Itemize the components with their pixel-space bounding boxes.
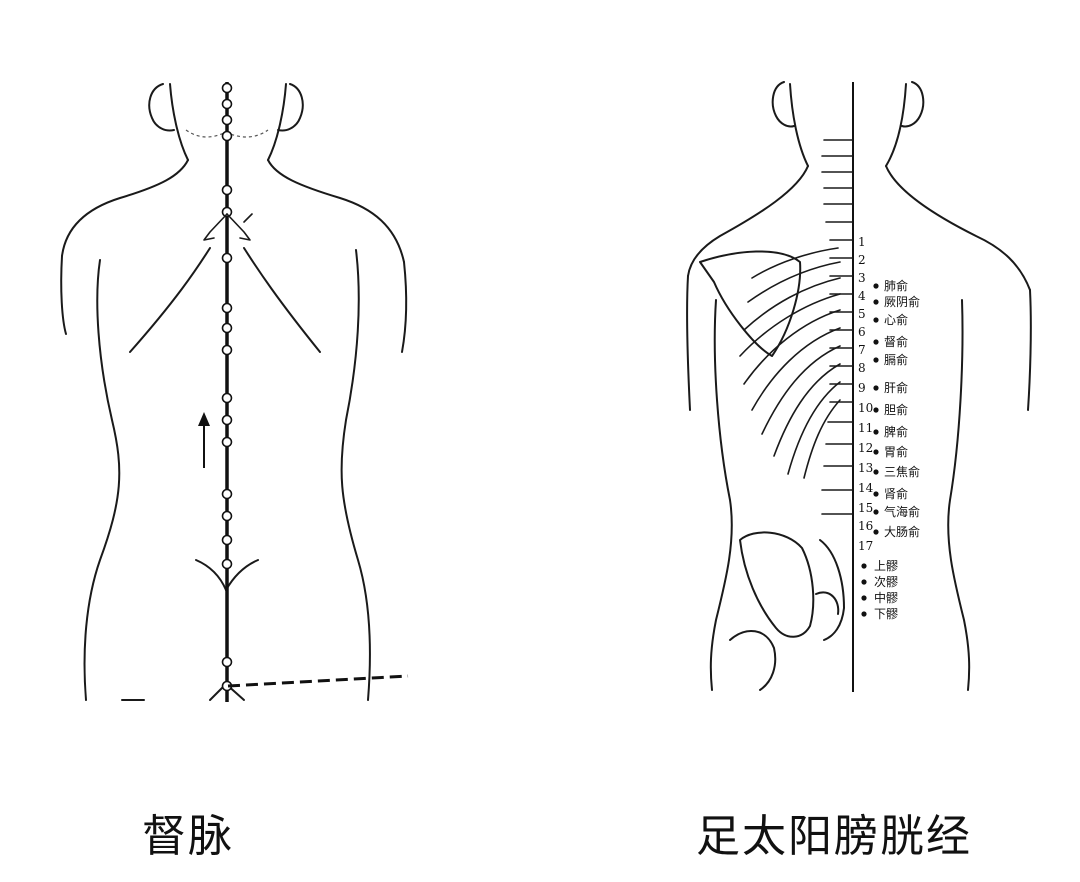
svg-text:6: 6 <box>858 325 866 339</box>
point-label: 次髎 <box>874 575 898 589</box>
point-label: 心俞 <box>884 312 908 327</box>
svg-text:1: 1 <box>858 235 866 249</box>
point-label: 肝俞 <box>884 380 908 395</box>
branch-arrows <box>203 213 253 241</box>
point-label: 厥阴俞 <box>884 294 920 309</box>
body-outline <box>60 83 408 701</box>
svg-text:12: 12 <box>858 441 873 455</box>
svg-text:2: 2 <box>858 253 866 267</box>
svg-text:3: 3 <box>858 271 866 285</box>
point-label: 胃俞 <box>884 444 908 459</box>
point-label: 肾俞 <box>884 486 908 501</box>
point-label: 三焦俞 <box>884 464 920 479</box>
svg-text:5: 5 <box>858 307 866 321</box>
pelvis <box>729 531 845 691</box>
body-outline <box>686 81 1032 691</box>
svg-text:9: 9 <box>858 381 866 395</box>
acupoint-dots <box>861 283 879 617</box>
svg-text:11: 11 <box>858 421 873 435</box>
svg-text:8: 8 <box>858 361 866 375</box>
svg-text:4: 4 <box>858 289 866 303</box>
point-label: 中髎 <box>874 590 898 605</box>
bladder-meridian-caption: 足太阳膀胱经 <box>696 811 972 862</box>
svg-text:15: 15 <box>858 501 873 515</box>
branch-dashed-line <box>227 674 409 688</box>
point-label: 气海俞 <box>884 504 920 519</box>
svg-text:7: 7 <box>858 343 866 357</box>
svg-text:14: 14 <box>858 481 874 495</box>
scapula <box>699 250 802 357</box>
svg-text:17: 17 <box>858 539 873 553</box>
point-label: 肺俞 <box>884 278 908 293</box>
point-label: 大肠俞 <box>884 524 920 539</box>
point-label: 上髎 <box>874 559 898 573</box>
point-label: 督俞 <box>884 334 908 349</box>
direction-arrow <box>198 412 210 468</box>
vertebra-numbers: 1 2 3 4 5 6 7 8 9 10 11 12 13 14 15 16 1… <box>858 235 874 553</box>
ribs <box>739 247 841 479</box>
point-label: 下髎 <box>874 607 898 621</box>
bladder-meridian-panel: 1 2 3 4 5 6 7 8 9 10 11 12 13 14 15 16 1… <box>540 0 1080 882</box>
svg-text:16: 16 <box>858 519 873 533</box>
bladder-meridian-figure: 1 2 3 4 5 6 7 8 9 10 11 12 13 14 15 16 1… <box>686 81 1032 692</box>
point-label: 脾俞 <box>884 424 908 439</box>
point-label: 膈俞 <box>884 352 908 367</box>
du-meridian-caption: 督脉 <box>142 811 234 862</box>
du-meridian-panel: 督脉 <box>60 82 409 862</box>
point-label: 胆俞 <box>884 402 908 417</box>
spine <box>821 139 853 515</box>
du-meridian-figure <box>60 82 409 702</box>
acupoint-labels: 肺俞 厥阴俞 心俞 督俞 膈俞 肝俞 胆俞 脾俞 胃俞 三焦俞 肾俞 气海俞 大… <box>874 278 920 621</box>
acupoints <box>221 82 233 692</box>
svg-text:10: 10 <box>858 401 873 415</box>
svg-text:13: 13 <box>858 461 873 475</box>
